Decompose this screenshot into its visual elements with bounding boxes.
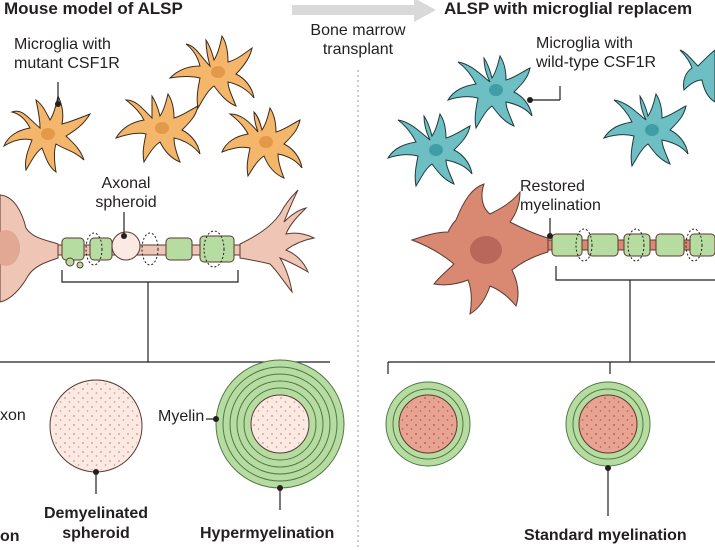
restored-myelination-label-line2: myelination bbox=[520, 197, 601, 214]
degenerating-neuron bbox=[0, 189, 316, 303]
standard-myelination-label: Standard myelination bbox=[524, 527, 687, 544]
transition-label-line2: transplant bbox=[322, 41, 394, 58]
demyelinated-spheroid-section bbox=[49, 379, 143, 494]
mutant-microglia-cell bbox=[2, 94, 92, 174]
restored-myelination-label-line1: Restored bbox=[520, 178, 585, 195]
mutant-microglia-cell bbox=[114, 92, 201, 164]
wildtype-microglia-cell bbox=[679, 49, 715, 103]
axonal-spheroid-label-line1: Axonal bbox=[101, 175, 151, 192]
degenerating-axon bbox=[57, 230, 241, 269]
standard-myelination-section bbox=[565, 381, 651, 516]
wildtype-microglia-label-line2: wild-type CSF1R bbox=[536, 54, 657, 71]
left-panel-title: Mouse model of ALSP bbox=[4, 0, 183, 18]
mutant-microglia-cell bbox=[221, 106, 303, 179]
hypermyelination-section bbox=[206, 359, 345, 510]
mutant-microglia-label-line1: Microglia with bbox=[14, 36, 111, 53]
wildtype-microglia-label-line1: Microglia with bbox=[536, 35, 633, 52]
standard-myelination-section bbox=[385, 381, 471, 467]
mutant-microglia-cell bbox=[168, 34, 255, 110]
demyelinated-label-line1: Demyelinated bbox=[43, 505, 149, 522]
left-bracket bbox=[0, 270, 330, 374]
myelin-label: Myelin bbox=[158, 408, 205, 425]
demyelinated-label-line2: spheroid bbox=[62, 525, 130, 542]
mutant-microglia-label-line2: mutant CSF1R bbox=[14, 55, 120, 72]
left-edge-label-partial: on bbox=[0, 528, 20, 545]
transition-arrow bbox=[292, 0, 436, 22]
right-bracket bbox=[387, 266, 715, 374]
hypermyelination-label: Hypermyelination bbox=[200, 525, 335, 542]
wildtype-microglia-cell bbox=[602, 92, 689, 168]
wildtype-microglia-cell bbox=[446, 54, 533, 130]
healthy-neuron bbox=[410, 183, 549, 315]
transition-label-line1: Bone marrow bbox=[310, 22, 406, 39]
healthy-axon bbox=[547, 228, 715, 262]
right-panel-title: ALSP with microglial replacem bbox=[444, 0, 693, 18]
axon-label-partial: xon bbox=[0, 407, 26, 424]
wildtype-microglia-cell bbox=[386, 112, 473, 188]
axonal-spheroid-label-line2: spheroid bbox=[95, 194, 157, 211]
